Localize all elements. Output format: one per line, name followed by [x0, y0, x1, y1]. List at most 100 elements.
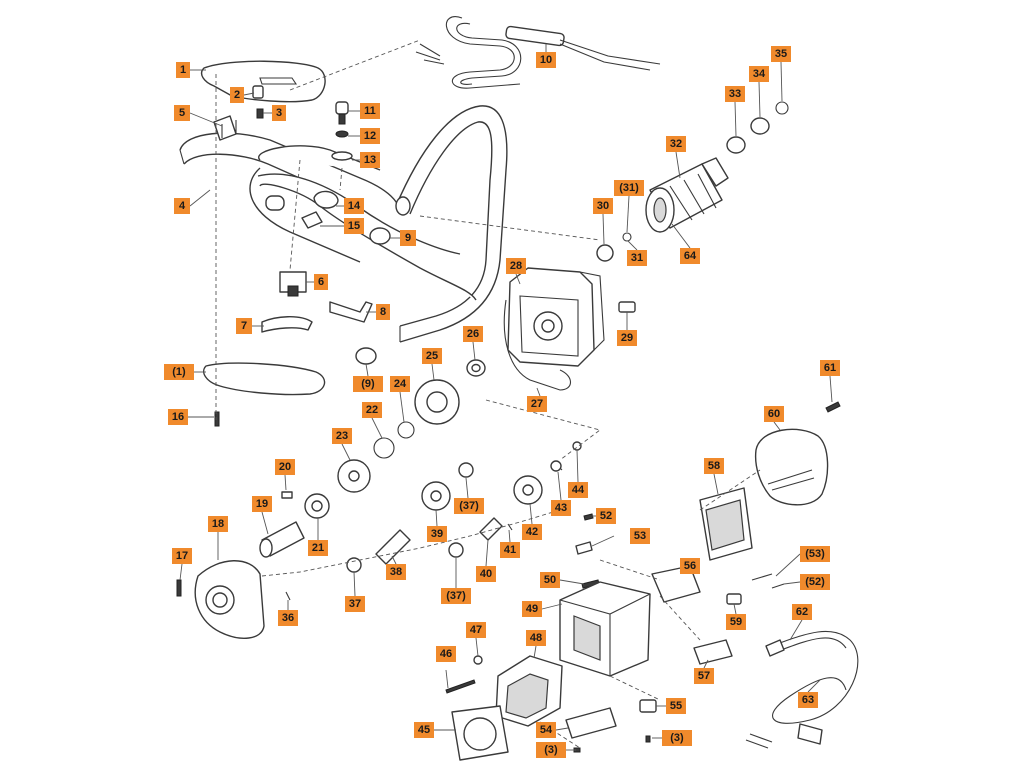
part-60-rear-cap [754, 428, 829, 506]
callout-42: 42 [522, 503, 542, 540]
part-8-bracket [329, 301, 373, 323]
leader-line [261, 511, 269, 535]
callout-box [176, 62, 190, 78]
leader-line [435, 509, 438, 527]
callout-number: 22 [366, 404, 378, 416]
callout-38: 38 [386, 555, 406, 580]
callout-number: (37) [459, 500, 479, 512]
callout-number: 4 [179, 200, 186, 212]
part-7-lever [261, 316, 313, 333]
leader-line [399, 391, 405, 423]
callout-box [275, 459, 295, 475]
leader-line [559, 579, 585, 585]
callout-63: 63 [798, 679, 821, 708]
callout-number: 32 [670, 138, 682, 150]
callout-28: 28 [506, 258, 526, 285]
callout-33: 33 [725, 86, 745, 137]
callout-box [500, 542, 520, 558]
leader-line [758, 81, 761, 118]
callout-box [436, 646, 456, 662]
callout-number: (37) [446, 590, 466, 602]
callout-number: 6 [318, 276, 324, 288]
callout-number: (3) [670, 732, 684, 744]
callout-number: 29 [621, 332, 633, 344]
callout-2: 2 [230, 87, 255, 103]
callout-16: 16 [168, 409, 214, 425]
callout-11: 11 [348, 103, 380, 119]
part-22-circlip [373, 437, 395, 459]
leader-line [508, 529, 511, 543]
part-36-key [285, 591, 291, 601]
callout-box [662, 730, 692, 746]
callout-box [593, 198, 613, 214]
part-37-washer-upper [458, 462, 474, 478]
callout-box [164, 364, 194, 380]
callout-31p: (31) [614, 180, 644, 233]
part-9-cap-alt [355, 347, 377, 365]
callout-box [345, 596, 365, 612]
callout-40: 40 [476, 539, 496, 582]
callout-box [536, 722, 556, 738]
callout-number: 17 [176, 550, 188, 562]
callout-box [800, 546, 830, 562]
callout-number: 41 [504, 544, 516, 556]
callout-box [617, 330, 637, 346]
leader-line [391, 555, 397, 565]
callout-36: 36 [278, 600, 298, 626]
callout-number: 33 [729, 88, 741, 100]
callout-number: 18 [212, 518, 224, 530]
part-30-bearing [596, 244, 614, 262]
callout-number: 53 [634, 530, 646, 542]
callout-box [360, 152, 380, 168]
part-15-screw [301, 211, 323, 229]
callout-number: (1) [172, 366, 186, 378]
callout-number: 20 [279, 461, 291, 473]
part-19-spindle [259, 521, 305, 558]
callout-box [400, 230, 416, 246]
callout-17: 17 [172, 548, 192, 581]
callout-60: 60 [764, 406, 784, 431]
callout-number: 57 [698, 670, 710, 682]
leader-line [431, 363, 435, 381]
callout-10: 10 [536, 44, 556, 68]
part-6-switch [279, 271, 307, 297]
leader-line [671, 223, 691, 249]
callout-number: 7 [241, 320, 247, 332]
callout-number: 45 [418, 724, 430, 736]
part-3-screw-left [573, 747, 581, 753]
leader-line [189, 189, 211, 207]
leader-line [602, 213, 605, 245]
callout-box [551, 500, 571, 516]
leader-line [783, 581, 801, 585]
callout-6: 6 [306, 274, 328, 290]
callout-box [726, 614, 746, 630]
leader-line [734, 101, 737, 137]
callout-box [390, 376, 410, 392]
callout-box [454, 498, 484, 514]
leader-line [536, 387, 541, 397]
callout-number: 13 [364, 154, 376, 166]
callout-number: 23 [336, 430, 348, 442]
part-62-63-power-cord [745, 630, 859, 749]
callout-number: 16 [172, 411, 184, 423]
part-59-clip [726, 593, 742, 605]
part-52-screw [583, 513, 594, 521]
callout-52p: (52) [783, 574, 830, 590]
part-3-screw-right [645, 735, 651, 743]
callout-box [332, 428, 352, 444]
part-1-lower-handle [202, 362, 326, 396]
part-56-cover [651, 565, 701, 603]
callout-number: 19 [256, 498, 268, 510]
callout-64: 64 [671, 223, 700, 264]
callout-number: 58 [708, 460, 720, 472]
callout-number: 60 [768, 408, 780, 420]
callout-41: 41 [500, 529, 520, 558]
callout-box [427, 526, 447, 542]
leader-line [475, 637, 479, 657]
leader-line [515, 273, 521, 285]
leader-line [557, 471, 562, 501]
part-46-screw [445, 679, 476, 694]
callout-number: 64 [684, 250, 697, 262]
callout-number: 59 [730, 616, 742, 628]
callout-number: 31 [631, 252, 643, 264]
